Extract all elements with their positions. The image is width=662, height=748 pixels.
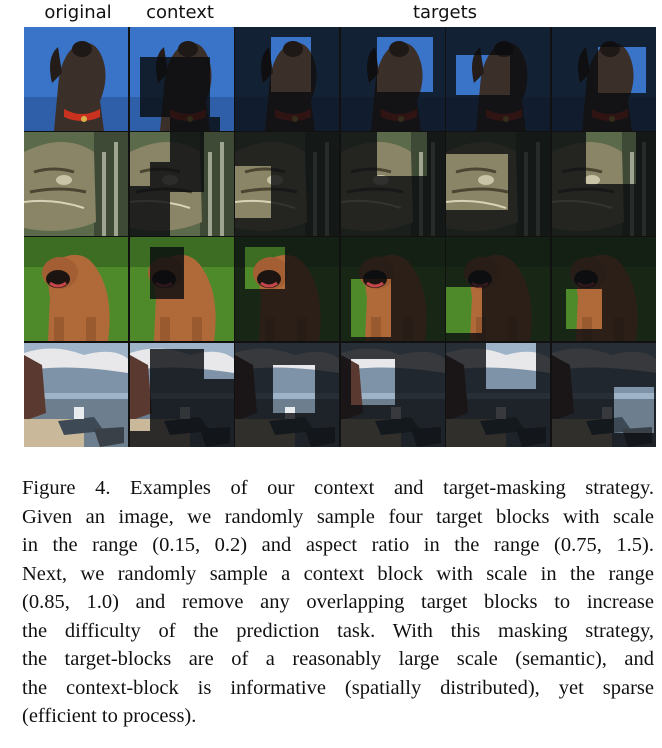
image-tile-row4-target-1 [235, 342, 340, 447]
image-tile-row2-context [129, 132, 234, 237]
image-tile-row1-original [24, 27, 128, 131]
image-tile-row1-target-4 [552, 27, 656, 131]
image-tile-row3-target-2 [340, 237, 445, 342]
image-tile-row1-target-2 [340, 27, 445, 131]
column-header-targets: targets [412, 2, 478, 23]
image-tile-row1-target-1 [235, 27, 340, 131]
image-tile-row2-target-2 [340, 132, 445, 237]
column-header-original: original [44, 2, 112, 23]
caption-line: (0.85, 1.0) and remove any overlapping t… [22, 591, 654, 613]
figure-caption: Figure 4. Examples of our context and ta… [22, 474, 654, 731]
image-tile-row4-context [129, 342, 234, 447]
caption-line: Given an image, we randomly sample four … [22, 505, 654, 528]
column-headers: original context targets [0, 0, 662, 26]
image-tile-row3-target-3 [446, 237, 551, 342]
image-tile-row3-target-4 [552, 237, 656, 342]
image-tile-row4-original [24, 342, 128, 447]
caption-line: Figure 4. Examples of our context and ta… [22, 477, 654, 499]
column-header-context: context [146, 2, 214, 23]
caption-line: the difficulty of the prediction task. W… [22, 619, 654, 642]
image-tile-row2-target-3 [446, 132, 551, 237]
image-tile-row3-context [129, 237, 234, 342]
image-tile-row1-target-3 [446, 27, 551, 131]
image-tile-row3-original [24, 237, 128, 342]
image-tile-row2-target-1 [235, 132, 340, 237]
caption-line: the context-block is informative (spatia… [22, 676, 654, 699]
caption-line: the target-blocks are of a reasonably la… [22, 648, 654, 670]
image-grid [24, 27, 656, 447]
image-tile-row2-target-4 [552, 132, 656, 237]
image-tile-row4-target-4 [552, 342, 656, 447]
image-tile-row4-target-2 [340, 342, 445, 447]
image-tile-row4-target-3 [446, 342, 551, 447]
image-tile-row3-target-1 [235, 237, 340, 342]
image-tile-row2-original [24, 132, 128, 237]
caption-line: Next, we randomly sample a context block… [22, 562, 654, 585]
caption-line: (efficient to process). [22, 705, 197, 727]
caption-line: in the range (0.15, 0.2) and aspect rati… [22, 534, 654, 556]
image-tile-row1-context [129, 27, 234, 131]
